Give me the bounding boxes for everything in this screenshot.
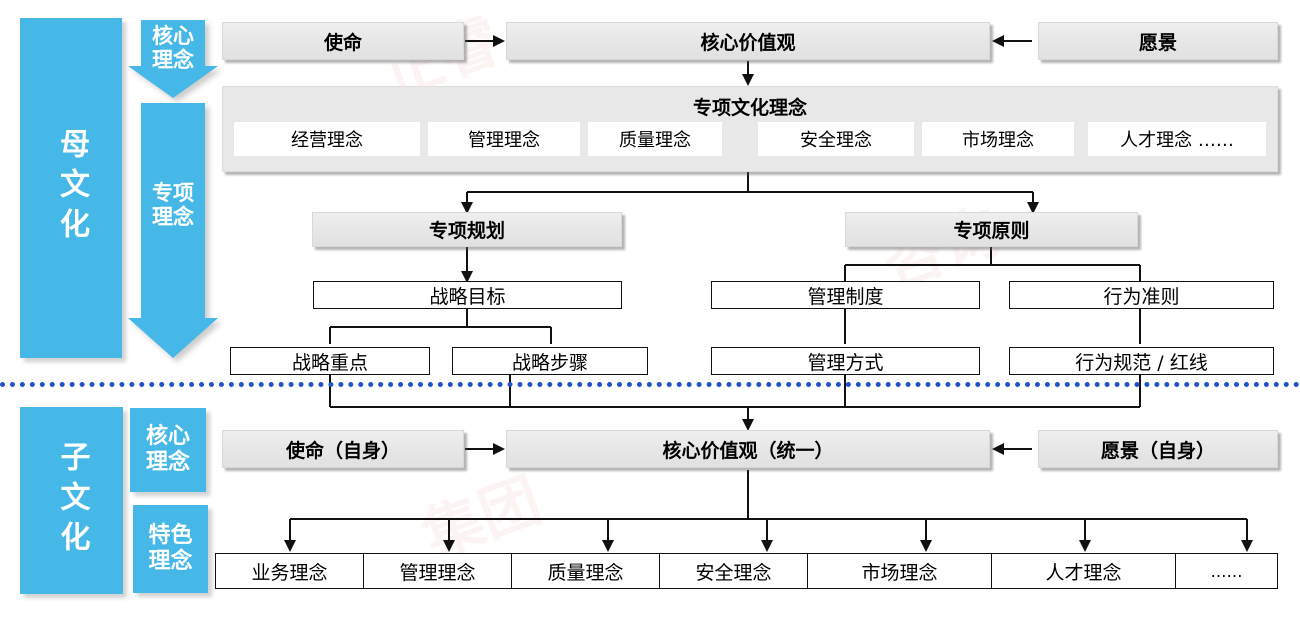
- sub-stage-feature-box: 特色理念: [133, 505, 208, 593]
- sub-mission-box[interactable]: 使命（自身）: [222, 430, 464, 468]
- sub-item-box[interactable]: 人才理念: [991, 553, 1176, 589]
- parent-stage-core-label: 核心理念: [152, 24, 194, 73]
- special-culture-item[interactable]: 市场理念: [922, 122, 1074, 156]
- sub-stage-feature-label: 特色理念: [148, 523, 193, 574]
- sub-item-box[interactable]: ……: [1175, 553, 1278, 589]
- sub-culture-side-label: 子文化: [20, 407, 123, 594]
- special-culture-item[interactable]: 质量理念: [588, 122, 722, 156]
- parent-culture-side-label-text: 母文化: [54, 128, 89, 248]
- special-culture-item[interactable]: 人才理念 ……: [1088, 122, 1266, 156]
- sub-item-box[interactable]: 质量理念: [511, 553, 660, 589]
- down-arrow-icon: [128, 103, 218, 358]
- sub-item-box[interactable]: 市场理念: [807, 553, 992, 589]
- special-culture-title: 专项文化理念: [692, 97, 807, 119]
- strategy-focus-box[interactable]: 战略重点: [230, 347, 430, 375]
- sub-item-box[interactable]: 安全理念: [659, 553, 808, 589]
- behavior-norm-box[interactable]: 行为规范 / 红线: [1009, 347, 1274, 375]
- culture-divider: [0, 382, 1300, 387]
- management-system-box[interactable]: 管理制度: [711, 281, 980, 309]
- special-culture-item[interactable]: 经营理念: [234, 122, 420, 156]
- sub-item-box[interactable]: 业务理念: [215, 553, 364, 589]
- special-culture-item[interactable]: 管理理念: [428, 122, 580, 156]
- sub-vision-box[interactable]: 愿景（自身）: [1038, 430, 1278, 468]
- parent-stage-special-label: 专项理念: [152, 181, 194, 230]
- parent-stage-core-arrow: 核心理念: [128, 20, 218, 98]
- sub-item-box[interactable]: 管理理念: [363, 553, 512, 589]
- parent-mission-box[interactable]: 使命: [222, 22, 464, 60]
- strategy-goal-box[interactable]: 战略目标: [313, 281, 622, 309]
- management-method-box[interactable]: 管理方式: [711, 347, 980, 375]
- down-arrow-icon: [128, 20, 218, 98]
- sub-stage-core-box: 核心理念: [130, 408, 206, 492]
- strategy-step-box[interactable]: 战略步骤: [452, 347, 648, 375]
- parent-vision-box[interactable]: 愿景: [1038, 22, 1278, 60]
- special-culture-item[interactable]: 安全理念: [758, 122, 914, 156]
- special-plan-box[interactable]: 专项规划: [312, 212, 622, 247]
- parent-values-box[interactable]: 核心价值观: [506, 22, 990, 60]
- parent-culture-side-label: 母文化: [20, 18, 122, 358]
- sub-values-box[interactable]: 核心价值观（统一）: [506, 430, 990, 468]
- sub-stage-core-label: 核心理念: [145, 424, 190, 475]
- sub-culture-side-label-text: 子文化: [54, 440, 90, 561]
- special-principle-box[interactable]: 专项原则: [845, 212, 1138, 247]
- parent-stage-special-arrow: 专项理念: [128, 103, 218, 358]
- behavior-guideline-box[interactable]: 行为准则: [1009, 281, 1274, 309]
